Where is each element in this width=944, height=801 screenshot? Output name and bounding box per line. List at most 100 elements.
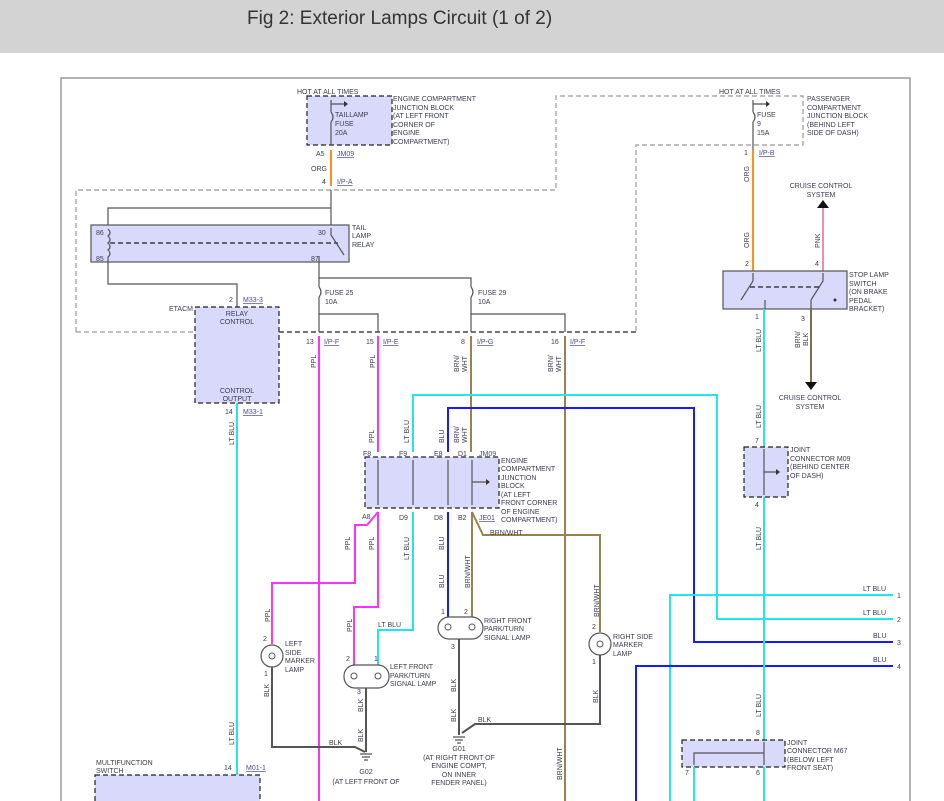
pin-label: 30	[318, 230, 326, 237]
wire-label: BLK	[329, 740, 343, 747]
contact-dot	[833, 298, 837, 302]
location-label: OF ENGINE	[501, 509, 540, 516]
switch-label: SWITCH	[849, 281, 877, 288]
connector-label[interactable]: I/P-A	[337, 179, 353, 186]
connector-label[interactable]: JM09	[479, 451, 496, 458]
wire-label: LT BLU	[756, 527, 763, 550]
connector-label[interactable]: JM09	[337, 151, 354, 158]
bulb-icon	[468, 623, 476, 631]
location-label: JUNCTION BLOCK	[807, 113, 868, 120]
connector-label: JOINT	[787, 740, 808, 747]
joint-bus	[763, 449, 776, 495]
pin-label: 14	[224, 765, 232, 772]
wire-label: BRN/WHT	[594, 584, 601, 617]
wire-label: PNK	[815, 233, 822, 248]
wire-lt-blu-1	[669, 594, 893, 801]
engine-junction-outline	[75, 95, 804, 332]
pin-label: E8	[434, 451, 443, 458]
pin-label: 4	[322, 179, 326, 186]
module-label: CONTROL	[220, 388, 254, 395]
relay-feed-wire	[107, 190, 332, 225]
connector-label[interactable]: M01-1	[246, 765, 266, 772]
wire-label: ORG	[311, 166, 327, 173]
pin-label: 87	[311, 256, 319, 263]
connector-label[interactable]: I/P-F	[570, 339, 585, 346]
location-label: COMPARTMENT)	[501, 517, 558, 524]
cruise-control-label: CRUISE CONTROL	[790, 183, 853, 190]
lamp-label: RIGHT SIDE	[613, 634, 653, 641]
fuse-rating: 20A	[335, 130, 348, 137]
fuse-label: 9	[757, 121, 761, 128]
wire-label: LT BLU	[404, 420, 411, 443]
arrow-icon	[486, 479, 490, 485]
location-label: SIDE OF DASH)	[807, 130, 859, 137]
hot-label: HOT AT ALL TIMES	[297, 89, 359, 96]
etacm-label: ETACM	[169, 306, 193, 313]
switch-label: PEDAL	[849, 298, 872, 305]
diagram-frame	[60, 77, 911, 801]
taillamp-fuse-icon	[330, 111, 334, 123]
location-label: CORNER OF	[393, 122, 435, 129]
wire-label: LT BLU	[863, 586, 886, 593]
ground-label: G02	[359, 769, 372, 776]
lamp-label: LEFT FRONT	[390, 664, 434, 671]
connector-label[interactable]: I/P-G	[477, 339, 493, 346]
ground-location: ON INNER	[442, 772, 476, 779]
ground-icon	[453, 736, 465, 744]
wire-label: LT BLU	[863, 610, 886, 617]
module-label: OUTPUT	[223, 396, 253, 403]
wire-label: LT BLU	[229, 422, 236, 445]
pin-label: 2	[229, 297, 233, 304]
pin-label: 1	[441, 609, 445, 616]
location-label: COMPARTMENT)	[393, 139, 450, 146]
pin-label: 3	[801, 316, 805, 323]
multifunction-switch	[94, 774, 261, 801]
wire-label: PPL	[265, 609, 272, 622]
pin-label: 1	[755, 314, 759, 321]
continuation-number: 3	[897, 640, 901, 647]
relay-label: RELAY	[352, 242, 375, 249]
fuse-rating: 15A	[757, 130, 770, 137]
wire-label: WHT	[462, 426, 469, 443]
pin-label: 16	[551, 339, 559, 346]
location-label: JUNCTION BLOCK	[393, 105, 454, 112]
connector-label[interactable]: I/P-F	[324, 339, 339, 346]
pin-label: 8	[461, 339, 465, 346]
wire-lt-blu	[377, 512, 414, 665]
wire-label: ORG	[744, 166, 751, 182]
arrow-icon	[766, 101, 770, 107]
pin-label: 1	[264, 671, 268, 678]
pin-label: 14	[225, 409, 233, 416]
connector-label[interactable]: JE01	[479, 515, 495, 522]
stop-lamp-switch	[722, 270, 848, 310]
pin-label: A5	[316, 151, 325, 158]
pin-label: 86	[96, 230, 104, 237]
wire-label: LT BLU	[756, 329, 763, 352]
lamp-label: SIDE	[285, 650, 302, 657]
pin-label: D8	[434, 515, 443, 522]
wire-label: BRN/WHT	[490, 530, 523, 537]
junction-bus	[377, 460, 486, 505]
connector-label[interactable]: I/P-B	[759, 150, 775, 157]
pin-label: 4	[755, 502, 759, 509]
joint-bus	[693, 742, 765, 765]
connector-label: FRONT SEAT)	[787, 765, 833, 772]
connector-label: OF DASH)	[790, 473, 823, 480]
connector-label[interactable]: I/P-E	[383, 339, 399, 346]
connector-label[interactable]: M33-3	[243, 297, 263, 304]
location-label: ENGINE	[393, 130, 420, 137]
connector-label: (BEHIND CENTER	[790, 464, 850, 471]
pin-label: 2	[346, 656, 350, 663]
wire-label: BLU	[873, 633, 887, 640]
pin-label: 13	[306, 339, 314, 346]
pin-label: 3	[357, 689, 361, 696]
ground-location: ENGINE COMPT,	[431, 763, 486, 770]
wire-label: WHT	[556, 355, 563, 372]
pin-label: 2	[464, 609, 468, 616]
wire-brn-wht	[471, 511, 601, 632]
location-label: COMPARTMENT	[807, 105, 862, 112]
fuse-rating: 10A	[325, 299, 338, 306]
connector-label[interactable]: M33-1	[243, 409, 263, 416]
right-side-marker-lamp-icon	[588, 632, 612, 656]
